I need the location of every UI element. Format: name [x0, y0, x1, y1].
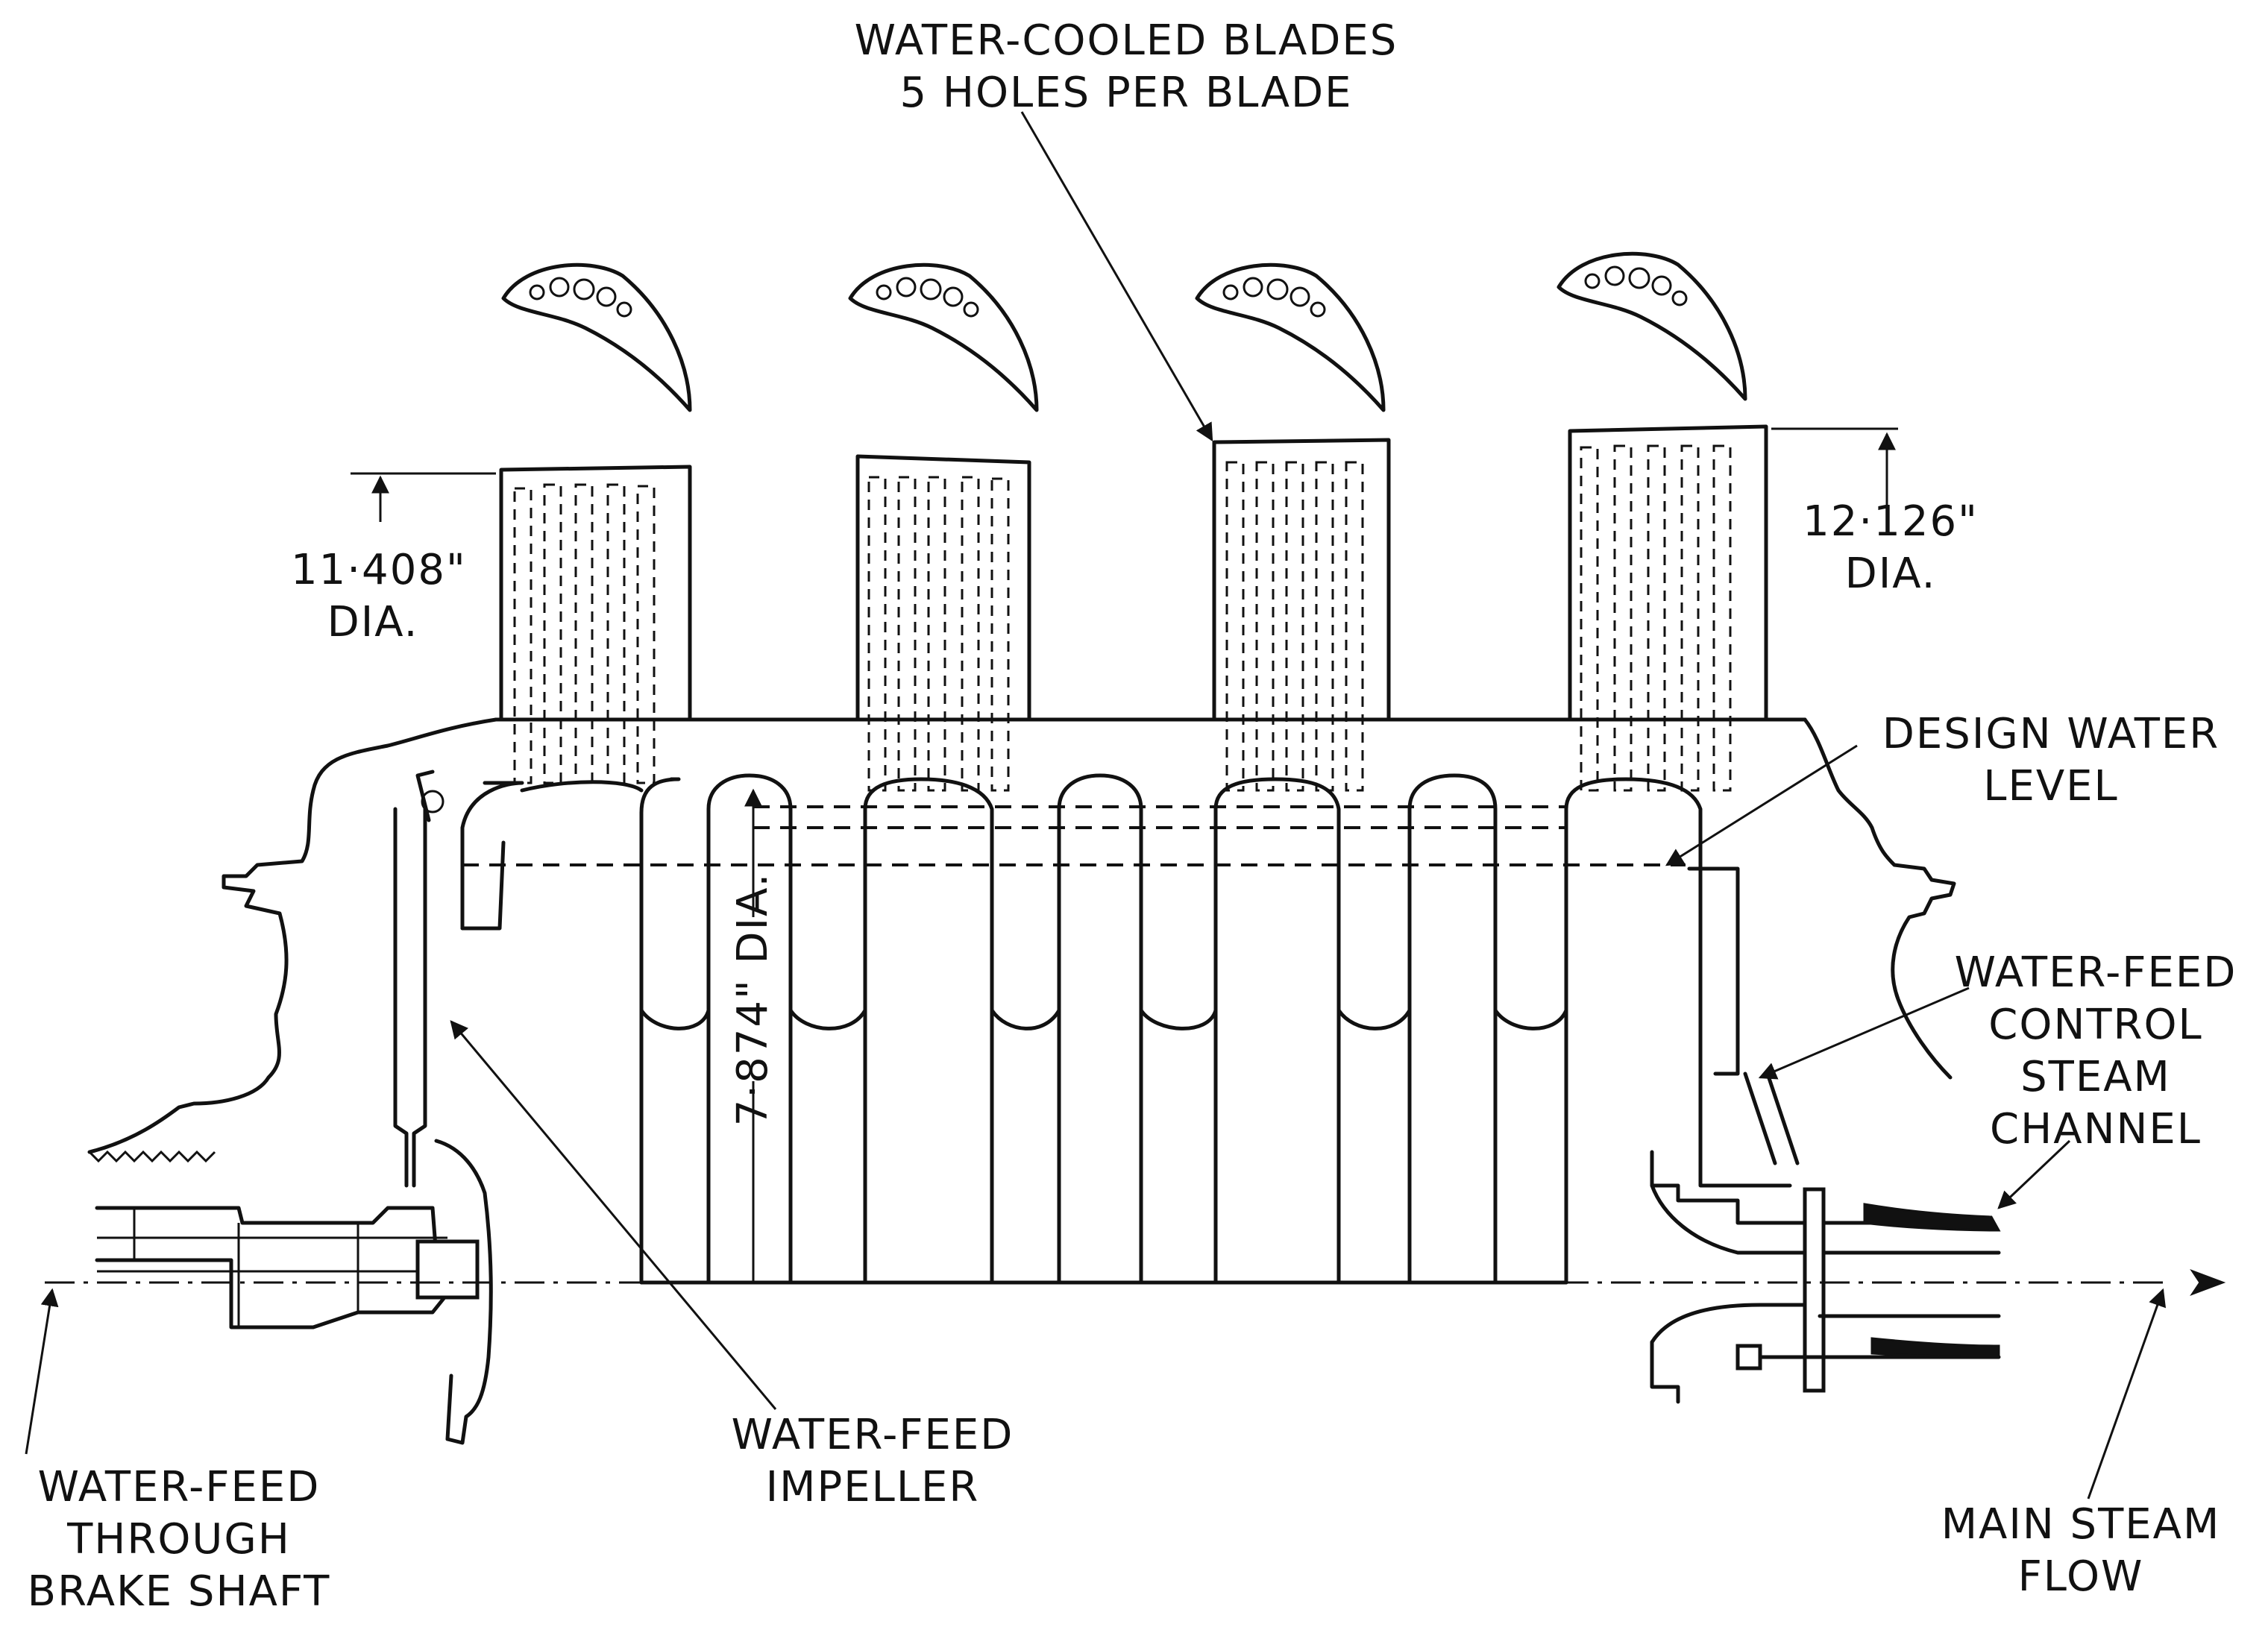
label-control-steam-channel: WATER-FEED CONTROL STEAM CHANNEL [1939, 947, 2252, 1156]
label-dia-left-value: 11·408" [291, 546, 467, 594]
left-shaft-assembly [95, 770, 493, 1445]
label-control-line-2: CONTROL [1988, 1001, 2203, 1049]
label-control-line-3: STEAM [2020, 1053, 2171, 1101]
label-dia-right-value: 12·126" [1803, 497, 1979, 546]
label-control-line-1: WATER-FEED [1954, 948, 2237, 997]
label-water-cooled-blades: WATER-COOLED BLADES 5 HOLES PER BLADE [805, 15, 1447, 119]
label-brake-shaft-line-1: WATER-FEED [37, 1463, 321, 1511]
blade-side-1 [499, 465, 692, 784]
water-chambers [460, 773, 1703, 1285]
label-blades-line-1: WATER-COOLED BLADES [854, 16, 1398, 65]
blade-profile-1 [501, 262, 692, 412]
label-dia-left-unit: DIA. [327, 598, 419, 646]
label-dia-right-unit: DIA. [1844, 550, 1937, 598]
blade-profile-2 [848, 262, 1039, 412]
label-main-steam-line-2: FLOW [2017, 1552, 2144, 1601]
label-blades-line-2: 5 HOLES PER BLADE [899, 69, 1353, 117]
label-design-water-level: DESIGN WATER LEVEL [1850, 708, 2252, 813]
blade-profiles [501, 251, 1747, 412]
label-water-feed-impeller: WATER-FEED IMPELLER [701, 1409, 1044, 1514]
label-impeller-line-1: WATER-FEED [731, 1411, 1014, 1459]
label-dia-left: 11·408" DIA. [291, 544, 467, 649]
blade-side-4 [1568, 424, 1768, 792]
right-shaft-assembly [1650, 866, 2001, 1404]
label-dia-right: 12·126" DIA. [1794, 496, 1988, 600]
dimension-lines [351, 427, 1898, 1283]
label-brake-shaft-line-3: BRAKE SHAFT [27, 1567, 331, 1616]
label-brake-shaft-line-2: THROUGH [67, 1515, 291, 1564]
label-design-water-level-line-2: LEVEL [1983, 762, 2119, 811]
blade-profile-4 [1556, 251, 1747, 401]
blade-side-3 [1212, 438, 1391, 792]
blade-side-2 [855, 454, 1031, 792]
rotor-body [87, 717, 1956, 1163]
main-steam-flow-arrowhead [2190, 1268, 2226, 1297]
label-impeller-line-2: IMPELLER [765, 1463, 980, 1511]
label-main-steam-line-1: MAIN STEAM [1941, 1500, 2221, 1549]
label-design-water-level-line-1: DESIGN WATER [1882, 710, 2220, 758]
label-water-feed-brake-shaft: WATER-FEED THROUGH BRAKE SHAFT [15, 1461, 343, 1618]
leader-arrows [25, 111, 2167, 1499]
label-control-line-4: CHANNEL [1990, 1105, 2202, 1154]
blade-profile-3 [1195, 262, 1386, 412]
blades-side-view [499, 424, 1768, 792]
label-dia-mid: 7·874" DIA. [729, 872, 777, 1127]
label-main-steam-flow: MAIN STEAM FLOW [1924, 1499, 2237, 1603]
